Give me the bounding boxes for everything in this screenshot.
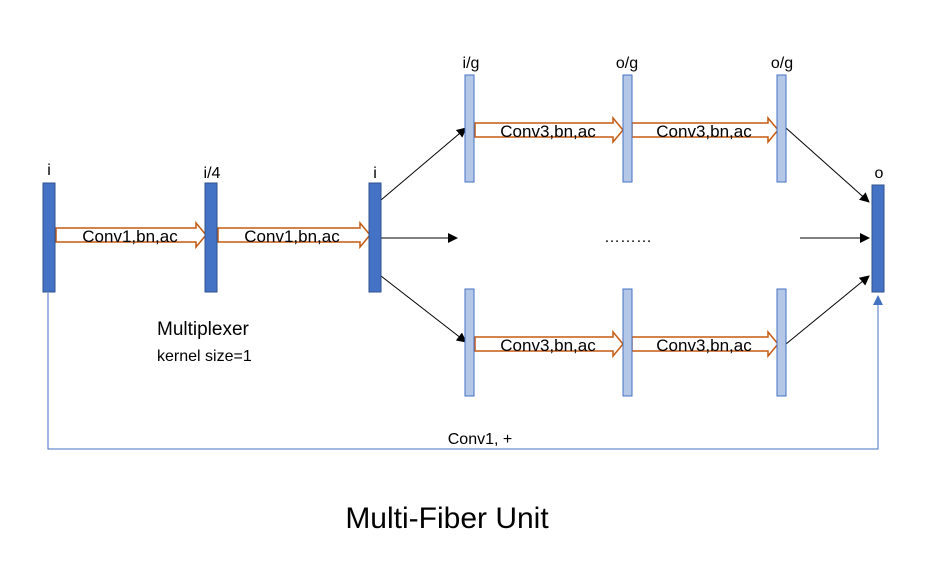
label-input: i xyxy=(47,162,51,179)
label-fiber-in: i/g xyxy=(463,55,480,72)
label-fiber-mid: o/g xyxy=(616,55,638,72)
label-quarter: i/4 xyxy=(204,165,221,182)
layer-input xyxy=(42,182,56,293)
op-label-conv1-a: Conv1,bn,ac xyxy=(82,227,178,246)
label-mux-out: i xyxy=(373,165,377,182)
op-arrow-conv1-a xyxy=(55,220,207,250)
skip-connection-arrowhead xyxy=(873,295,883,305)
skip-connection-label: Conv1, + xyxy=(448,431,512,448)
skip-connection-line xyxy=(47,293,879,450)
op-arrow-conv1-b xyxy=(217,220,371,250)
layer-quarter xyxy=(204,182,218,293)
layer-mux-out xyxy=(368,182,382,293)
op-arrow-bottom-conv3-b xyxy=(631,329,779,359)
connector-bottom-fiber-to-output xyxy=(785,275,870,345)
op-label-top-conv3-a: Conv3,bn,ac xyxy=(500,122,596,141)
layer-bottom-fiber-mid xyxy=(622,288,633,397)
op-label-conv1-b: Conv1,bn,ac xyxy=(244,227,340,246)
multiplexer-detail: kernel size=1 xyxy=(157,348,252,365)
op-arrow-top-conv3-b xyxy=(631,115,779,145)
layer-bottom-fiber-in xyxy=(464,288,475,397)
op-arrow-bottom-conv3-a xyxy=(474,329,624,359)
multiplexer-label: Multiplexer xyxy=(157,319,250,340)
layer-bottom-fiber-out xyxy=(776,288,787,397)
label-output: o xyxy=(875,165,884,182)
connector-to-top-fiber xyxy=(380,127,467,201)
op-arrow-top-conv3-a xyxy=(474,115,624,145)
layer-top-fiber-out xyxy=(776,74,787,183)
layer-top-fiber-mid xyxy=(622,74,633,183)
connector-to-bottom-fiber xyxy=(380,275,467,343)
op-label-bottom-conv3-b: Conv3,bn,ac xyxy=(656,336,752,355)
fiber-ellipsis: ……… xyxy=(604,229,652,246)
op-label-bottom-conv3-a: Conv3,bn,ac xyxy=(500,336,596,355)
label-fiber-out: o/g xyxy=(771,55,793,72)
op-label-top-conv3-b: Conv3,bn,ac xyxy=(656,122,752,141)
connector-top-fiber-to-output xyxy=(785,127,870,203)
layer-output xyxy=(871,184,885,293)
diagram-title: Multi-Fiber Unit xyxy=(345,502,549,535)
layer-top-fiber-in xyxy=(464,74,475,183)
